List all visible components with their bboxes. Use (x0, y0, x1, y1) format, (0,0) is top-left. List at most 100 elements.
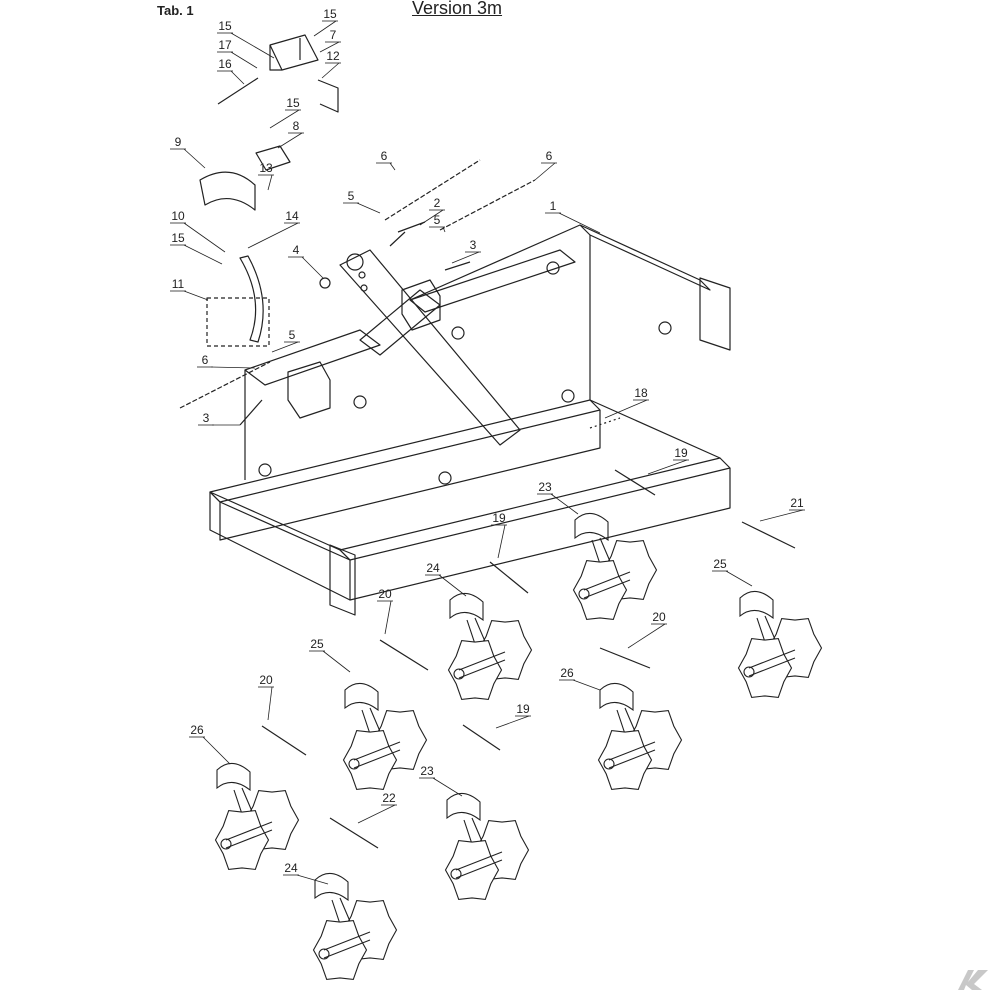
callout-label: 24 (426, 561, 440, 575)
callout-10: 10 (170, 209, 226, 253)
frame-rear-rail (339, 457, 731, 561)
callout-23: 23 (419, 764, 463, 797)
disc-unit (444, 792, 530, 900)
rod-18 (589, 417, 621, 429)
callout-label: 19 (516, 702, 530, 716)
callout-label: 14 (285, 209, 299, 223)
bracket-20-b (599, 647, 651, 669)
callout-1: 1 (545, 199, 601, 234)
callout-label: 13 (259, 161, 273, 175)
callout-label: 15 (218, 19, 232, 33)
callout-label: 9 (175, 135, 182, 149)
table-reference: Tab. 1 (157, 3, 194, 18)
callout-5: 5 (271, 328, 300, 353)
callout-label: 25 (713, 557, 727, 571)
callout-22: 22 (357, 791, 397, 824)
callout-label: 12 (326, 49, 340, 63)
callout-label: 23 (538, 480, 552, 494)
callout-label: 20 (378, 587, 392, 601)
callout-15: 15 (170, 231, 223, 265)
callout-label: 4 (293, 243, 300, 257)
chain-6-bottom (179, 361, 271, 409)
callout-25: 25 (309, 637, 351, 673)
bracket-19-b (489, 561, 529, 594)
callout-2: 2 (419, 196, 445, 226)
callout-6: 6 (197, 353, 256, 369)
callout-15: 15 (217, 19, 275, 59)
side-plate-right (699, 277, 731, 351)
callout-5: 5 (429, 213, 446, 233)
callout-17: 17 (217, 38, 258, 69)
frame-right-beam (589, 399, 721, 459)
callout-23: 23 (537, 480, 579, 515)
chain-6-top-right (439, 179, 536, 231)
callout-19: 19 (647, 446, 689, 475)
disc-unit (312, 872, 398, 980)
callout-11: 11 (170, 277, 209, 301)
callout-9: 9 (170, 135, 206, 169)
wear-tip-box (206, 297, 270, 347)
callout-label: 20 (652, 610, 666, 624)
disc-unit (342, 682, 428, 790)
callout-3: 3 (198, 411, 240, 426)
callout-label: 18 (634, 386, 648, 400)
callout-label: 15 (323, 7, 337, 21)
disc-units (214, 512, 823, 980)
callout-label: 6 (202, 353, 209, 367)
callout-4: 4 (288, 243, 324, 279)
callout-5: 5 (343, 189, 381, 214)
callout-21: 21 (759, 496, 805, 522)
callout-24: 24 (425, 561, 467, 597)
callout-26: 26 (189, 723, 231, 765)
callout-label: 3 (470, 238, 477, 252)
spring-tine-10 (239, 255, 264, 343)
callout-label: 15 (286, 96, 300, 110)
callout-16: 16 (217, 57, 245, 85)
callout-label: 6 (546, 149, 553, 163)
callout-25: 25 (712, 557, 753, 587)
callout-24: 24 (283, 861, 329, 885)
callout-label: 16 (218, 57, 232, 71)
pin-3-lower (239, 399, 263, 426)
callout-label: 2 (434, 196, 441, 210)
callout-label: 20 (259, 673, 273, 687)
frame-left-beam (209, 491, 351, 561)
callout-label: 15 (171, 231, 185, 245)
bracket-20-c (261, 725, 307, 756)
bushing-4 (319, 277, 331, 289)
clamp-9 (199, 171, 256, 211)
callout-19: 19 (491, 511, 507, 559)
callout-20: 20 (258, 673, 274, 721)
top-bracket (269, 34, 319, 71)
pin-2 (389, 221, 426, 247)
callout-7: 7 (319, 28, 341, 53)
callout-15: 15 (269, 96, 301, 129)
callout-label: 19 (492, 511, 506, 525)
callout-label: 19 (674, 446, 688, 460)
callout-label: 23 (420, 764, 434, 778)
side-plate-left (329, 544, 356, 616)
u-clip-12 (317, 79, 339, 113)
hitch-bracket-left (287, 361, 331, 419)
callout-label: 5 (434, 213, 441, 227)
disc-unit (597, 682, 683, 790)
callout-6: 6 (376, 149, 396, 171)
bracket-19-c (462, 724, 501, 751)
bracket-22 (329, 817, 379, 849)
callout-label: 6 (381, 149, 388, 163)
callout-14: 14 (247, 209, 300, 249)
callout-20: 20 (377, 587, 393, 635)
callout-label: 22 (382, 791, 396, 805)
chain-6-top-left (384, 159, 481, 221)
callout-label: 5 (289, 328, 296, 342)
callout-label: 24 (284, 861, 298, 875)
disc-unit (447, 592, 533, 700)
callout-label: 17 (218, 38, 232, 52)
brand-logo-icon (958, 970, 988, 990)
callout-label: 21 (790, 496, 804, 510)
callout-15: 15 (313, 7, 338, 37)
pin-3-upper (444, 261, 471, 271)
headstock-arm (339, 249, 521, 446)
callout-label: 7 (330, 28, 337, 42)
